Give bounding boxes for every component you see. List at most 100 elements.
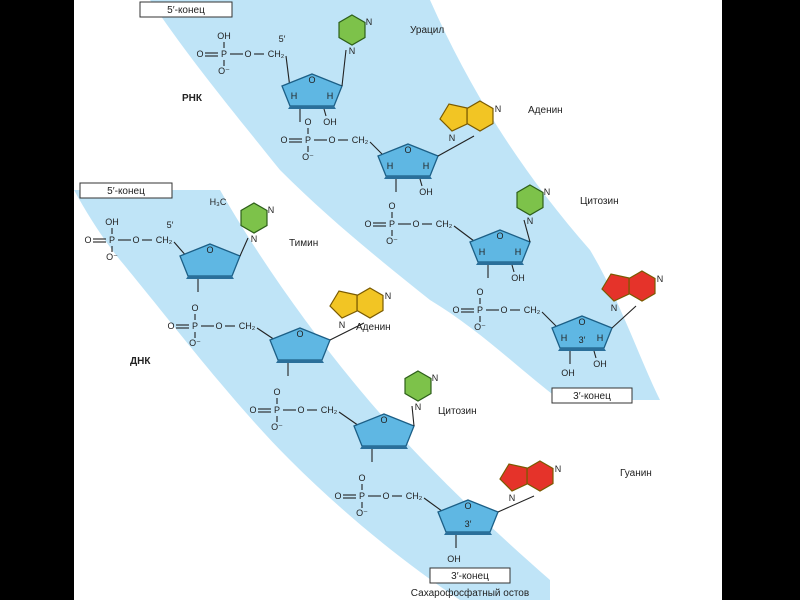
dna-3-end-label: 3′-конец xyxy=(451,571,489,582)
oxygen-atom: O xyxy=(273,387,280,397)
hydrogen-atom: H xyxy=(327,91,334,101)
purine-base: NN xyxy=(601,270,664,313)
prime-5-label: 5′ xyxy=(279,34,286,44)
sugar-edge xyxy=(444,532,492,535)
pyrimidine-ring xyxy=(240,202,268,234)
hydroxyl-atom: OH xyxy=(511,273,525,283)
nitrogen-atom: N xyxy=(657,274,664,284)
hydrogen-atom: H xyxy=(479,247,486,257)
nitrogen-atom: N xyxy=(555,464,562,474)
purine-six-ring xyxy=(526,460,554,492)
oxygen-atom: O xyxy=(364,219,371,229)
sugar-edge xyxy=(276,360,324,363)
hydroxyl-atom: OH xyxy=(419,187,433,197)
rna-5-end-box: 5′-конец xyxy=(139,1,233,18)
purine-five-ring xyxy=(499,463,528,492)
ch2-group: CH₂ xyxy=(406,491,423,501)
pyrimidine-ring xyxy=(516,184,544,216)
phosphorus-atom: P xyxy=(221,49,227,59)
dna-backbone-band xyxy=(74,190,550,600)
hydrogen-atom: H xyxy=(423,161,430,171)
nitrogen-atom: N xyxy=(611,303,618,313)
bond xyxy=(329,322,365,341)
purine-base: NN xyxy=(499,460,562,503)
sugar-edge xyxy=(360,446,408,449)
purine-six-ring xyxy=(356,287,384,319)
purine-six-ring xyxy=(628,270,656,302)
dna-5-end-label: 5′-конец xyxy=(107,186,145,197)
thymine-label: Тимин xyxy=(289,238,318,249)
sugar-edge xyxy=(186,276,234,279)
oxygen-atom: O xyxy=(304,117,311,127)
sugar-edge xyxy=(476,262,524,265)
nitrogen-atom: N xyxy=(415,402,422,412)
pyrimidine-base: NN xyxy=(404,370,439,412)
dna-5-end-box: 5′-конец xyxy=(79,182,173,199)
hydrogen-atom: H xyxy=(291,91,298,101)
hydroxyl-atom: OH xyxy=(593,359,607,369)
purine-five-ring xyxy=(329,290,358,319)
nitrogen-atom: N xyxy=(449,133,456,143)
rna-backbone-band xyxy=(150,0,660,400)
bond xyxy=(411,405,415,427)
hydrogen-atom: H xyxy=(561,333,568,343)
ch2-group: CH₂ xyxy=(268,49,285,59)
rna-3-end-label: 3′-конец xyxy=(573,391,611,402)
bond xyxy=(419,178,423,187)
nitrogen-atom: N xyxy=(251,234,258,244)
sugar-ring: O3′ xyxy=(437,499,499,548)
rna-3-end-box: 3′-конец xyxy=(551,387,633,404)
ring-oxygen-atom: O xyxy=(578,317,585,327)
oxygen-atom: O xyxy=(84,235,91,245)
ring-oxygen-atom: O xyxy=(496,231,503,241)
bond xyxy=(323,108,327,117)
bond xyxy=(497,495,535,513)
ring-oxygen-atom: O xyxy=(308,75,315,85)
nitrogen-atom: N xyxy=(385,291,392,301)
nitrogen-atom: N xyxy=(432,373,439,383)
oxygen-atom: O xyxy=(196,49,203,59)
oxygen-atom: O xyxy=(476,287,483,297)
oxygen-atom: O xyxy=(297,405,304,415)
uracil-label: Урацил xyxy=(410,25,444,36)
ch2-group: CH₂ xyxy=(321,405,338,415)
hydroxyl-atom: OH xyxy=(217,31,231,41)
oxygen-atom: O xyxy=(215,321,222,331)
bond xyxy=(239,237,249,257)
ch2-group: CH₂ xyxy=(436,219,453,229)
sugar-edge xyxy=(288,106,336,109)
nitrogen-atom: N xyxy=(527,216,534,226)
nitrogen-atom: N xyxy=(509,493,516,503)
oxygen-atom: O xyxy=(452,305,459,315)
nitrogen-atom: N xyxy=(495,104,502,114)
oxygen-minus-atom: O⁻ xyxy=(474,322,486,332)
oxygen-atom: O xyxy=(167,321,174,331)
rna-5-end-label: 5′-конец xyxy=(167,5,205,16)
sugar-edge xyxy=(384,176,432,179)
bond xyxy=(611,305,637,329)
ring-oxygen-atom: O xyxy=(296,329,303,339)
oxygen-atom: O xyxy=(328,135,335,145)
ch2-group: CH₂ xyxy=(239,321,256,331)
oxygen-minus-atom: O⁻ xyxy=(386,236,398,246)
oxygen-minus-atom: O⁻ xyxy=(189,338,201,348)
sugar-ring: O xyxy=(353,413,415,462)
oxygen-minus-atom: O⁻ xyxy=(356,508,368,518)
guanine-label: Гуанин xyxy=(620,468,652,479)
purine-base: NN xyxy=(329,287,392,330)
ring-oxygen-atom: O xyxy=(206,245,213,255)
prime-3-label: 3′ xyxy=(465,519,472,529)
dna-label: ДНК xyxy=(130,356,151,367)
pyrimidine-base: NN xyxy=(240,202,274,244)
